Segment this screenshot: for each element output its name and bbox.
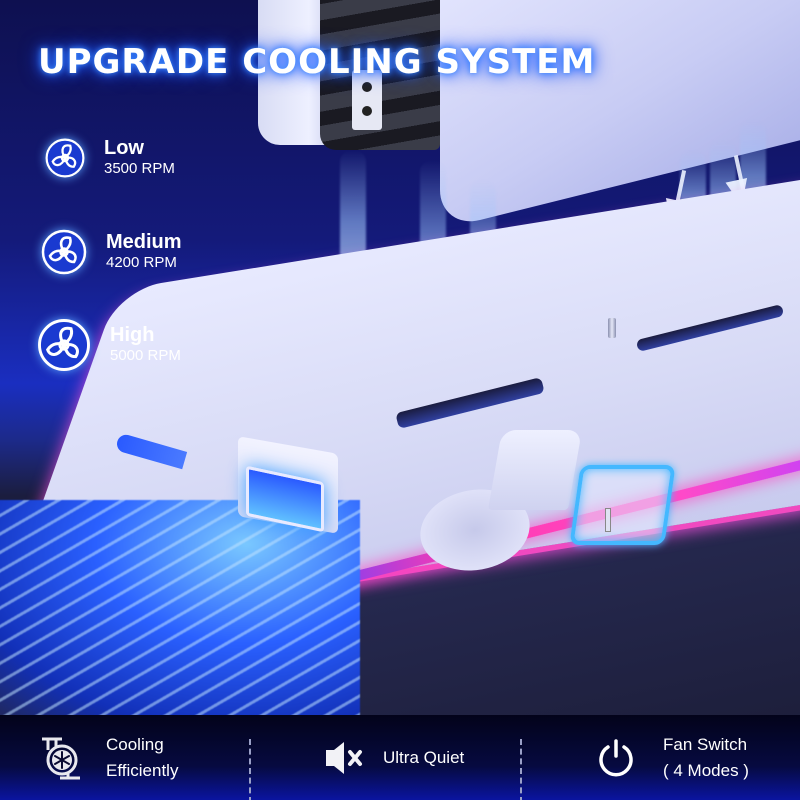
- fan-icon: [41, 229, 87, 275]
- snowflake-fan-icon: [42, 737, 80, 779]
- feature-label: ( 4 Modes ): [663, 760, 749, 780]
- exhaust-airflow: [0, 500, 360, 720]
- fan-speed-name: Low: [104, 137, 144, 159]
- power-icon: [599, 738, 633, 776]
- fan-icon: [38, 319, 90, 371]
- feature-quiet: Ultra Quiet: [324, 715, 464, 800]
- fan-speed-rpm: 4200 RPM: [106, 254, 177, 271]
- fan-speed-name: Medium: [106, 231, 182, 253]
- feature-bar: Cooling Efficiently Ultra Quiet Fan Swit…: [0, 715, 800, 800]
- usb-c-charging-dock: [569, 465, 676, 545]
- feature-cooling: Cooling Efficiently: [40, 715, 178, 800]
- feature-label: Fan Switch: [663, 734, 748, 754]
- power-port: [352, 70, 382, 130]
- feature-fan-switch: Fan Switch ( 4 Modes ): [596, 715, 749, 800]
- fan-speed-rpm: 5000 RPM: [110, 347, 181, 364]
- fan-speed-high: High 5000 RPM: [36, 317, 181, 373]
- fan-icon: [45, 138, 85, 178]
- fan-speed-rpm: 3500 RPM: [104, 160, 175, 177]
- controller-rest: [487, 430, 583, 510]
- divider: [249, 739, 251, 800]
- fan-speed-name: High: [110, 324, 155, 346]
- usb-c-connector: [605, 508, 611, 532]
- feature-label: Ultra Quiet: [383, 747, 465, 767]
- feature-label: Cooling: [106, 734, 164, 754]
- speaker-mute-icon: [326, 741, 362, 774]
- divider: [520, 739, 522, 800]
- fan-speed-low: Low 3500 RPM: [44, 137, 175, 179]
- mounting-screw: [608, 318, 616, 338]
- feature-label: Efficiently: [106, 760, 179, 780]
- fan-speed-medium: Medium 4200 RPM: [40, 228, 182, 276]
- headline: UPGRADE COOLING SYSTEM: [38, 42, 596, 82]
